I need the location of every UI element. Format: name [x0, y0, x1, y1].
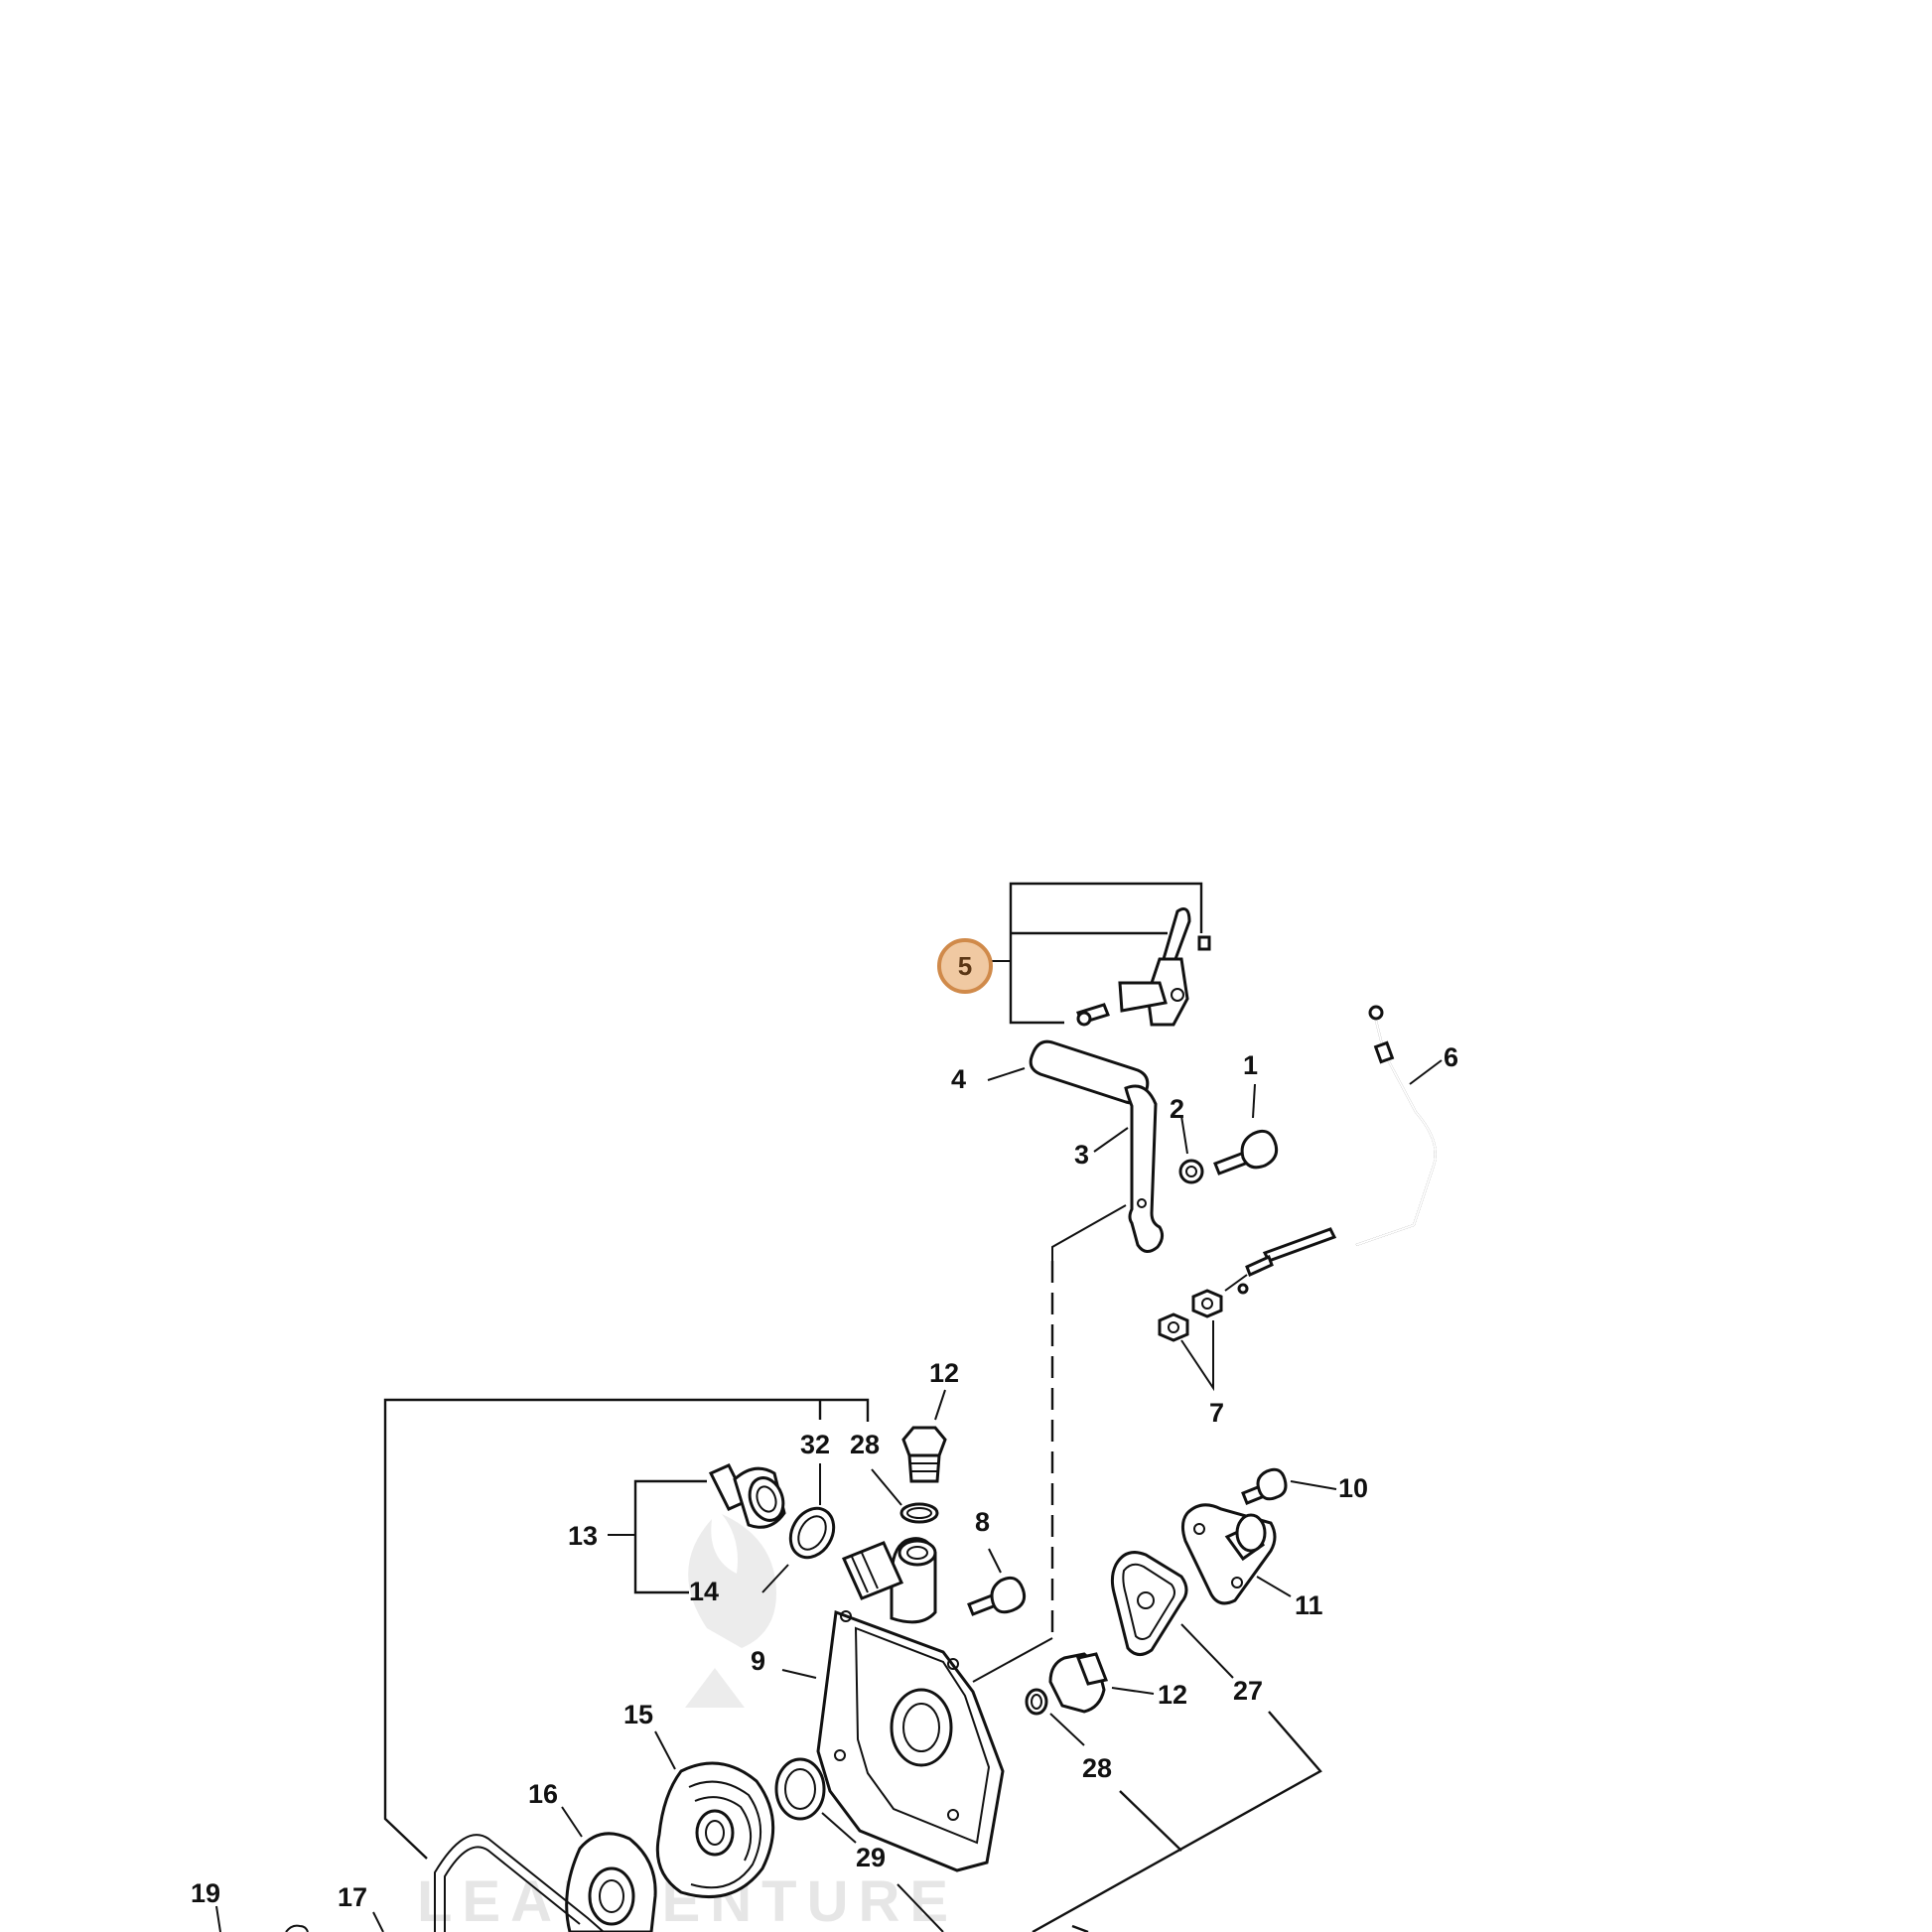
- callout-14: 14: [689, 1577, 719, 1606]
- gasket-27: 27: [1110, 1551, 1263, 1706]
- fitting-13: 13: [568, 1463, 786, 1594]
- throttle-lever-part: [1076, 907, 1211, 1027]
- callout-32: 32: [800, 1430, 830, 1459]
- o-ring-28-top: 28: [850, 1430, 939, 1524]
- bolt-part: 1: [1213, 1050, 1279, 1175]
- o-ring-28-bottom: 28: [1025, 1688, 1112, 1783]
- wear-plate-16: 16: [528, 1779, 657, 1932]
- callout-12-bottom: 12: [1158, 1680, 1187, 1710]
- bolt-8: 8: [967, 1507, 1027, 1616]
- highlight-marker-5[interactable]: 5: [937, 938, 993, 994]
- callout-19: 19: [191, 1878, 220, 1908]
- handle-grip-part: 4: [951, 1039, 1150, 1105]
- elbow-flange-11: 11: [1180, 1503, 1323, 1620]
- callout-29: 29: [856, 1843, 886, 1872]
- callout-17: 17: [338, 1882, 367, 1912]
- callout-1: 1: [1243, 1050, 1258, 1080]
- callout-27: 27: [1233, 1676, 1263, 1706]
- pump-housing-9: 9: [751, 1537, 1005, 1872]
- impeller-15: 15: [623, 1700, 775, 1899]
- callout-13: 13: [568, 1521, 598, 1551]
- label-19: 19: [191, 1878, 221, 1932]
- crank-to-housing-leader: [972, 1204, 1127, 1683]
- callout-6: 6: [1444, 1042, 1458, 1072]
- callout-2: 2: [1170, 1094, 1184, 1124]
- nuts-part: 7: [1158, 1289, 1224, 1428]
- label-14: 14: [689, 1564, 789, 1606]
- bolt-10: 10: [1241, 1467, 1368, 1505]
- callout-10: 10: [1338, 1473, 1368, 1503]
- gasket-17: 17: [338, 1834, 605, 1932]
- gasket-ring-32: 32: [788, 1430, 836, 1560]
- seal-29: 29: [774, 1757, 944, 1932]
- bracket-lower-right: [1032, 1711, 1322, 1932]
- callout-16: 16: [528, 1779, 558, 1809]
- crank-rod-part: 3: [1074, 1084, 1165, 1253]
- callout-8: 8: [975, 1507, 990, 1537]
- callout-5: 5: [958, 951, 972, 981]
- plug-12-top: 12: [901, 1358, 959, 1483]
- callout-11: 11: [1295, 1590, 1323, 1620]
- callout-7: 7: [1209, 1398, 1224, 1428]
- callout-15: 15: [623, 1700, 653, 1729]
- callout-3: 3: [1074, 1140, 1089, 1170]
- callout-28-bottom: 28: [1082, 1753, 1112, 1783]
- callout-28-top: 28: [850, 1430, 880, 1459]
- callout-12-top: 12: [929, 1358, 959, 1388]
- label-cut-bottom: [285, 1924, 309, 1932]
- throttle-cable-part: 6: [1224, 1005, 1458, 1295]
- callout-4: 4: [951, 1064, 966, 1094]
- bracket-housing-group: [383, 1398, 870, 1860]
- plug-12-bottom: 12: [1048, 1652, 1187, 1714]
- lock-washer-part: 2: [1170, 1094, 1204, 1184]
- callout-9: 9: [751, 1646, 765, 1676]
